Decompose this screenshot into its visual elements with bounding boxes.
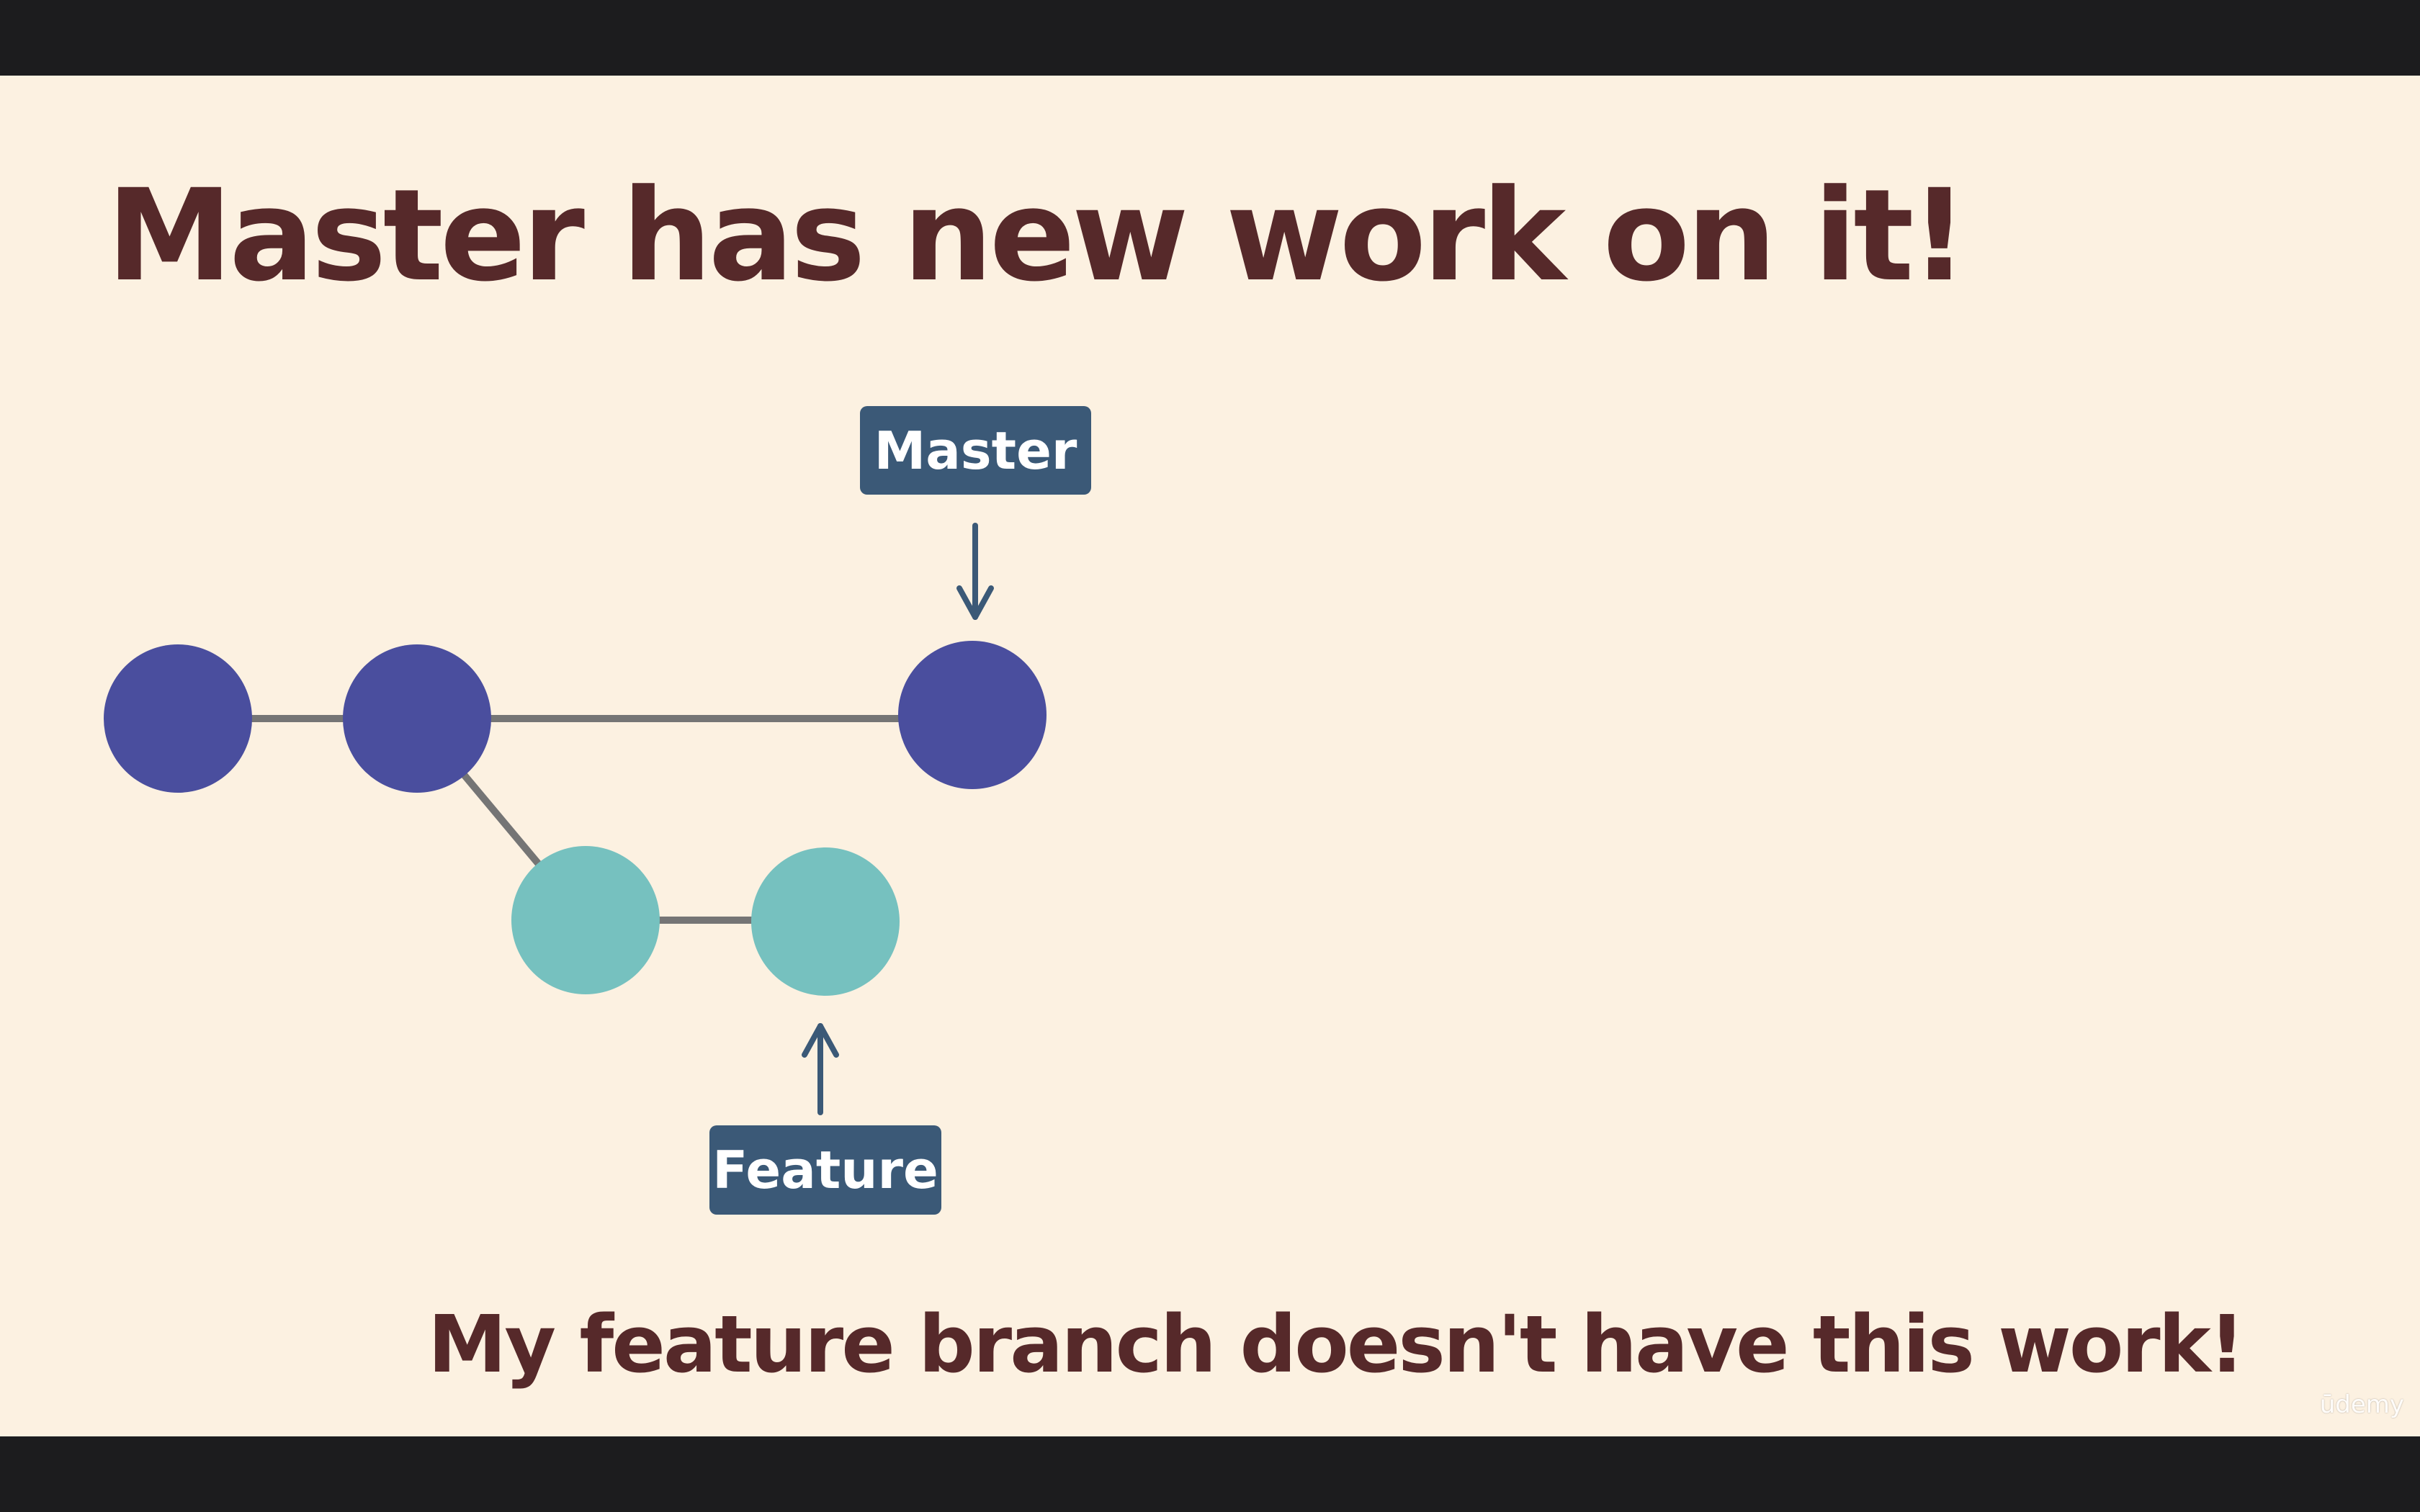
slide-caption: My feature branch doesn't have this work… xyxy=(427,1298,2245,1390)
letterbox-bottom xyxy=(0,1436,2420,1512)
feature-pointer-arrow xyxy=(802,1023,839,1115)
master-pointer-arrow xyxy=(956,523,994,620)
master-commit-3 xyxy=(898,641,1047,789)
feature-commit-1 xyxy=(511,846,660,994)
letterbox-top xyxy=(0,0,2420,76)
master-branch-label: Master xyxy=(860,406,1091,495)
master-commit-2 xyxy=(343,644,491,793)
slide: Master has new work on it! xyxy=(0,76,2420,1436)
slide-title: Master has new work on it! xyxy=(107,162,1968,310)
udemy-watermark-logo: ūdemy xyxy=(2319,1390,2404,1419)
feature-branch-label: Feature xyxy=(709,1125,941,1215)
master-commit-1 xyxy=(104,644,252,793)
git-branch-diagram xyxy=(104,523,1047,1115)
feature-commit-2 xyxy=(751,847,900,996)
